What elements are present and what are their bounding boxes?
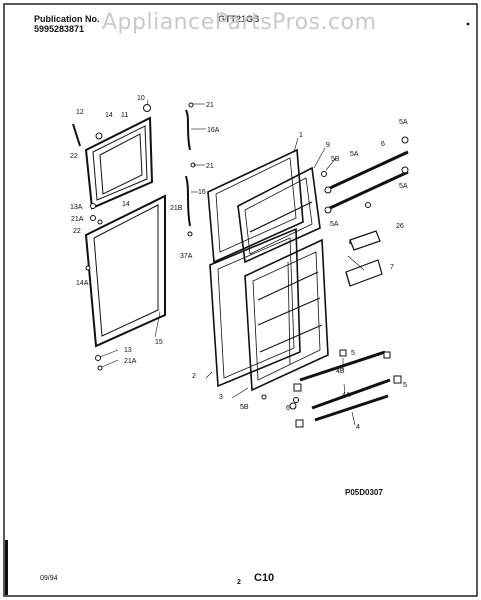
- publication-label: Publication No.: [34, 14, 100, 24]
- callout-5-lower: 5: [403, 382, 407, 389]
- callout-13: 13: [124, 347, 132, 354]
- handle: [72, 123, 81, 147]
- callout-5b-2: 5B: [240, 404, 249, 411]
- upper-hinge: [185, 109, 191, 227]
- callout-16a: 16A: [207, 127, 220, 134]
- callout-5a-4: 5A: [330, 221, 339, 228]
- callout-15: 15: [155, 339, 163, 346]
- callout-3: 3: [219, 394, 223, 401]
- fresh-food-gasket: [209, 227, 301, 388]
- watermark: AppliancePartsPros.com: [102, 10, 377, 35]
- shelf-ends-upper: [324, 136, 409, 214]
- callout-labels: 1 2 3 4 4A 4B 5 5 5A 5A 5A 5A 5B 5B 6 6 …: [70, 95, 408, 497]
- callout-16: 16: [198, 189, 206, 196]
- leader-lines: [99, 99, 365, 426]
- callout-12: 12: [76, 109, 84, 116]
- callout-1: 1: [299, 132, 303, 139]
- callout-6-upper: 6: [381, 141, 385, 148]
- callout-22-upper: 22: [70, 153, 78, 160]
- callout-5a-2: 5A: [350, 151, 359, 158]
- freezer-door-gasket: [99, 133, 143, 195]
- shelf-ends-lower: [289, 349, 402, 428]
- callout-14-upper: 14: [105, 112, 113, 119]
- footer-page-small: 2: [237, 579, 241, 586]
- callout-13a: 13A: [70, 204, 83, 211]
- hardware-parts: [85, 102, 327, 400]
- callout-4b: 4B: [336, 368, 345, 375]
- fresh-food-door-liner: [244, 238, 329, 392]
- callout-10: 10: [137, 95, 145, 102]
- callout-21-lower: 21: [206, 163, 214, 170]
- callout-5a-1: 5A: [399, 119, 408, 126]
- callout-21a-upper: 21A: [71, 216, 84, 223]
- publication-number: 5995283871: [34, 24, 85, 34]
- footer-page-code: C10: [254, 572, 275, 584]
- callout-26: 26: [396, 223, 404, 230]
- callout-4: 4: [356, 424, 360, 431]
- model-code: GTT21GB: [218, 14, 260, 24]
- callout-21a-lower: 21A: [124, 358, 137, 365]
- callout-37a: 37A: [180, 253, 193, 260]
- callout-21b: 21B: [170, 205, 183, 212]
- door-bin: [345, 259, 383, 287]
- page-border: [3, 3, 478, 597]
- freezer-door: [84, 116, 154, 210]
- margin-marks: [5, 22, 470, 595]
- callout-4a: 4A: [342, 392, 351, 399]
- callout-5a-lower: 5: [351, 350, 355, 357]
- footer-date: 09/94: [40, 575, 58, 582]
- callout-21-upper: 21: [206, 102, 214, 109]
- callout-14a: 14A: [76, 280, 89, 287]
- callout-14-lower: 14: [122, 201, 130, 208]
- drawing-code: P05D0307: [345, 488, 383, 497]
- callout-7: 7: [390, 264, 394, 271]
- callout-5a-3: 5A: [399, 183, 408, 190]
- fresh-food-door: [84, 194, 166, 348]
- callout-5b-1: 5B: [331, 156, 340, 163]
- door-shelf-rails-lower: [299, 350, 391, 422]
- callout-9: 9: [326, 142, 330, 149]
- dairy-bin: [349, 230, 381, 251]
- callout-6-lower: 6: [286, 405, 290, 412]
- freezer-gasket: [207, 148, 304, 264]
- freezer-door-liner: [237, 166, 321, 264]
- callout-22-lower: 22: [73, 228, 81, 235]
- callout-11: 11: [121, 112, 128, 119]
- door-shelf-rails-upper: [329, 150, 409, 210]
- callout-2: 2: [192, 373, 196, 380]
